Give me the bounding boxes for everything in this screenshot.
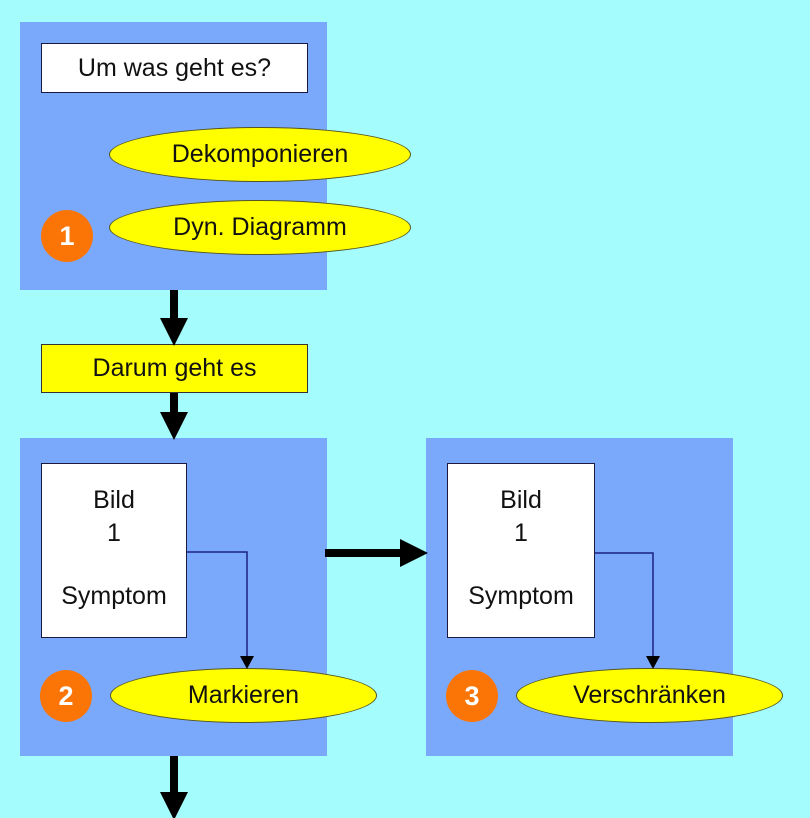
- connector-step3: [595, 552, 660, 669]
- action-verschraenken: Verschränken: [516, 668, 783, 723]
- image-card-step3: Bild 1 Symptom: [447, 463, 595, 638]
- card-title: Bild: [93, 486, 135, 514]
- connector-step2: [187, 551, 254, 669]
- arrow-step2-down: [160, 756, 188, 818]
- image-card-step2: Bild 1 Symptom: [41, 463, 187, 638]
- card-title: Bild: [500, 486, 542, 514]
- card-caption: Symptom: [61, 582, 167, 610]
- action-dyn-diagramm: Dyn. Diagramm: [109, 200, 411, 255]
- action-dekomponieren: Dekomponieren: [109, 127, 411, 182]
- card-number: 1: [514, 519, 528, 547]
- question-box: Um was geht es?: [41, 43, 308, 93]
- step-badge-3: 3: [446, 670, 498, 722]
- card-number: 1: [107, 519, 121, 547]
- step-badge-2: 2: [40, 670, 92, 722]
- arrow-step1-to-result: [160, 290, 188, 346]
- card-caption: Symptom: [468, 582, 574, 610]
- action-markieren: Markieren: [110, 668, 377, 723]
- step-badge-1: 1: [41, 210, 93, 262]
- arrow-result-to-step2: [160, 393, 188, 440]
- arrow-step2-to-step3: [325, 539, 428, 567]
